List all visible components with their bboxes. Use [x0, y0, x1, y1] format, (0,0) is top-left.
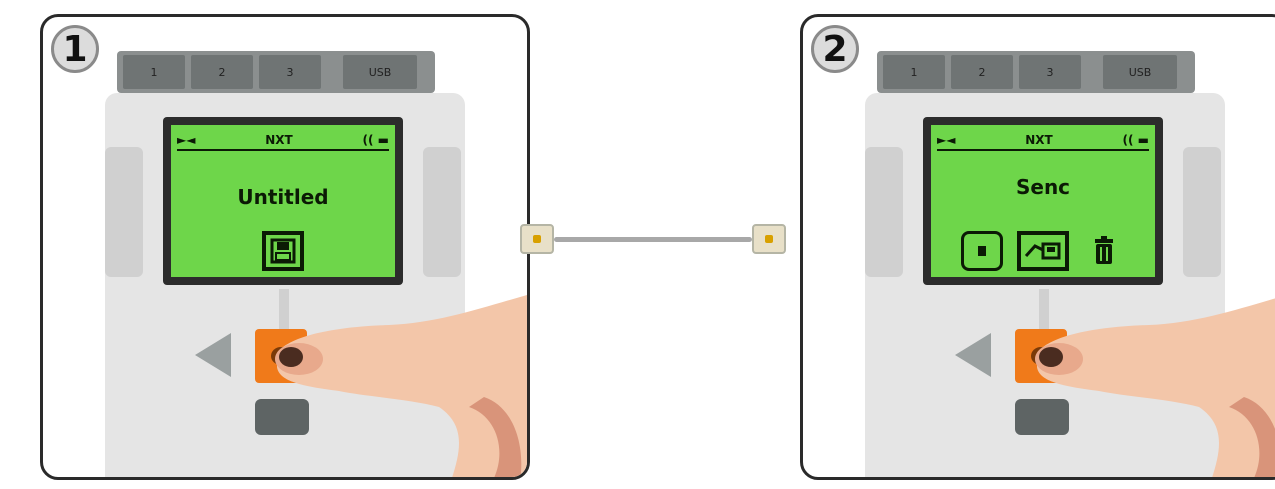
brick-side-right	[1183, 147, 1221, 277]
status-divider	[937, 149, 1149, 151]
left-arrow-button[interactable]	[955, 333, 991, 377]
status-divider	[177, 149, 389, 151]
port-usb: USB	[343, 55, 417, 89]
lcd-screen: ►◄ NXT (( ▬ Untitled	[171, 125, 395, 277]
step-number-badge: 2	[811, 25, 859, 73]
menu-icons	[171, 231, 395, 271]
brick-side-left	[105, 147, 143, 277]
brick-side-right	[423, 147, 461, 277]
port-1: 1	[123, 55, 185, 89]
send-file-icon[interactable]	[1017, 231, 1069, 271]
usb-cable	[554, 237, 752, 242]
screen-title: Senc	[931, 175, 1155, 199]
brick-side-left	[865, 147, 903, 277]
plug-tip	[533, 235, 541, 243]
stop-icon[interactable]	[961, 231, 1003, 271]
pointing-finger-icon	[1029, 287, 1275, 480]
file-save-icon[interactable]	[262, 231, 304, 271]
step-2-panel: 2 1 2 3 USB ►◄ NXT (( ▬ Senc	[800, 14, 1275, 480]
battery-status: (( ▬	[1123, 133, 1149, 147]
port-3: 3	[1019, 55, 1081, 89]
lcd-frame: ►◄ NXT (( ▬ Untitled	[163, 117, 403, 285]
lcd-screen: ►◄ NXT (( ▬ Senc	[931, 125, 1155, 277]
port-2: 2	[191, 55, 253, 89]
step-number-badge: 1	[51, 25, 99, 73]
trash-icon[interactable]	[1083, 231, 1125, 271]
cable-plug-right	[752, 224, 786, 254]
step-1-panel: 1 1 2 3 USB ►◄ NXT (( ▬ Untitled	[40, 14, 530, 480]
left-arrow-button[interactable]	[195, 333, 231, 377]
port-1: 1	[883, 55, 945, 89]
port-usb: USB	[1103, 55, 1177, 89]
lcd-status-bar: ►◄ NXT (( ▬	[937, 131, 1149, 149]
cable-plug-left	[520, 224, 554, 254]
battery-status: (( ▬	[363, 133, 389, 147]
brick-name: NXT	[1025, 133, 1052, 147]
bluetooth-status: ►◄	[937, 133, 955, 147]
menu-icons	[931, 231, 1155, 271]
bluetooth-status: ►◄	[177, 133, 195, 147]
port-bar: 1 2 3 USB	[877, 51, 1195, 93]
lcd-frame: ►◄ NXT (( ▬ Senc	[923, 117, 1163, 285]
lcd-status-bar: ►◄ NXT (( ▬	[177, 131, 389, 149]
port-2: 2	[951, 55, 1013, 89]
brick-name: NXT	[265, 133, 292, 147]
screen-title: Untitled	[171, 185, 395, 209]
port-3: 3	[259, 55, 321, 89]
pointing-finger-icon	[269, 287, 529, 480]
port-bar: 1 2 3 USB	[117, 51, 435, 93]
plug-tip	[765, 235, 773, 243]
